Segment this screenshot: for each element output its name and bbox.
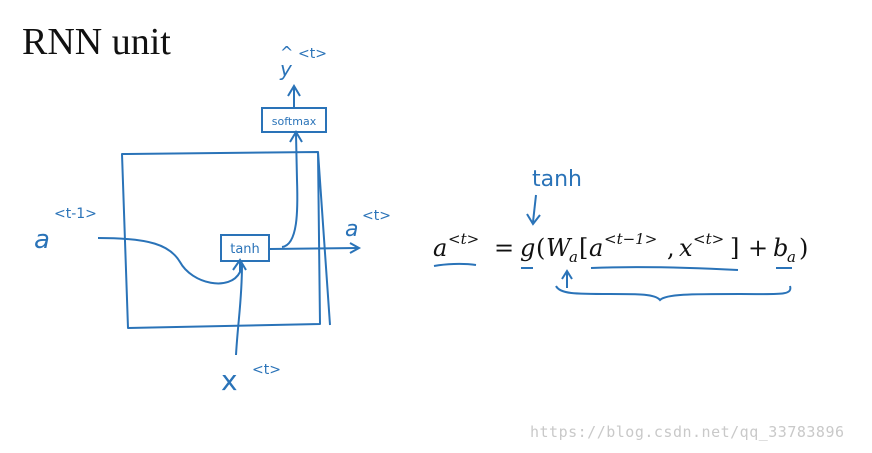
output-y-label: y — [279, 57, 293, 81]
input-x-arrow — [235, 263, 243, 356]
eq-W: W — [546, 234, 573, 262]
output-state-arrowhead — [349, 242, 362, 254]
under-brace — [555, 285, 792, 302]
underline-a-x — [590, 266, 739, 271]
output-y-sup: <t> — [298, 46, 327, 62]
prev-state-arrow — [97, 237, 241, 285]
eq-a-sup: <t−1> — [604, 230, 657, 248]
output-state-label: a — [345, 217, 358, 242]
eq-b: b — [773, 234, 788, 262]
eq-fn: g — [520, 234, 535, 262]
softmax-box-label: softmax — [272, 115, 317, 128]
output-state-arrow — [269, 247, 359, 250]
rnn-equation: a <t> = g ( W a [ a <t−1> , x <t> ] + b … — [433, 230, 808, 266]
eq-open-bracket: [ — [579, 234, 588, 262]
eq-plus: + — [748, 234, 768, 262]
watermark-url: https://blog.csdn.net/qq_33783896 — [530, 423, 845, 441]
eq-lhs: a — [433, 234, 447, 262]
eq-b-sub: a — [787, 248, 796, 266]
to-softmax-arrow — [281, 133, 299, 248]
eq-x: x — [679, 234, 693, 262]
eq-comma: , — [667, 234, 675, 262]
eq-close-bracket: ] — [730, 234, 739, 262]
eq-close-paren: ) — [799, 234, 808, 262]
tanh-box — [220, 234, 270, 262]
eq-W-sub: a — [569, 248, 578, 266]
input-x-sup: <t> — [252, 362, 281, 378]
eq-x-sup: <t> — [693, 230, 724, 248]
underline-lhs — [433, 262, 477, 267]
to-yhat-arrowhead — [287, 84, 301, 97]
eq-open-paren: ( — [536, 234, 545, 262]
rnn-cell-box — [121, 151, 331, 329]
input-x-label: x — [221, 364, 238, 397]
output-y-hat: ^ — [280, 43, 293, 62]
softmax-box — [261, 107, 327, 133]
tanh-annotation-arrowhead — [526, 213, 541, 226]
page-title: RNN unit — [22, 21, 171, 63]
eq-lhs-sup: <t> — [448, 230, 479, 248]
tanh-annotation-arrow — [532, 194, 537, 223]
output-state-sup: <t> — [362, 208, 391, 224]
prev-state-sup: <t-1> — [54, 206, 97, 222]
eq-a: a — [589, 234, 603, 262]
eq-equals: = — [494, 234, 514, 262]
tanh-box-label: tanh — [230, 242, 260, 257]
tanh-annotation: tanh — [532, 167, 582, 192]
prev-state-label: a — [34, 225, 50, 255]
caret-W-arrow — [561, 269, 573, 288]
